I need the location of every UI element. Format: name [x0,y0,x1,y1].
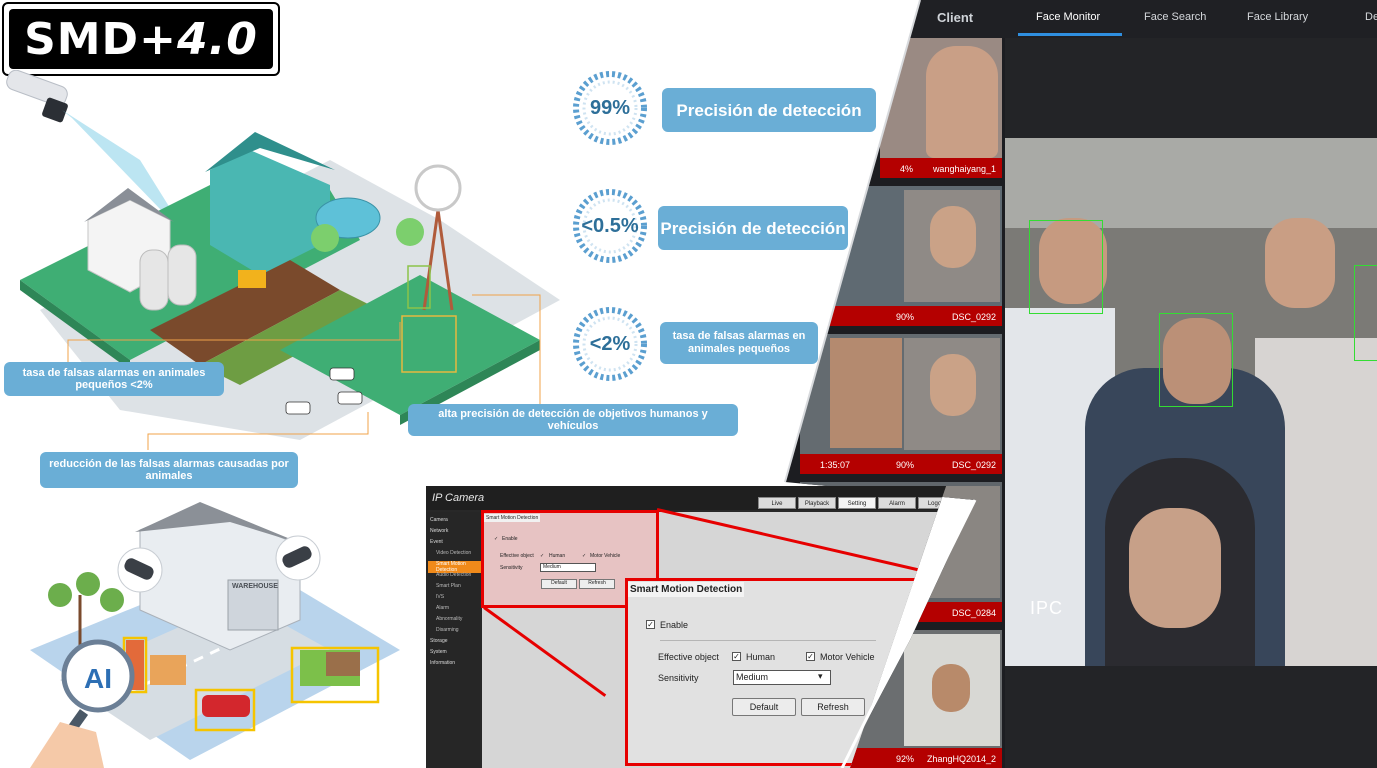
divider [660,640,876,641]
match-percent: 92% [896,754,915,764]
tab-alarm[interactable]: Alarm [878,497,916,509]
human-label: Human [746,652,776,662]
enable-checkbox[interactable]: ✓ [646,620,655,629]
smd-small-human: Human [549,553,566,559]
smd-small-refresh[interactable]: Refresh [579,579,615,589]
security-camera-icon [117,547,163,593]
logo-main: SMD+ [24,13,177,65]
match-name: wanghaiyang_1 [932,164,996,174]
smd-small-sensitivity: Sensitivity [500,565,523,571]
smd-small-vehicle-check[interactable]: ✓ [582,553,587,559]
smd-small-select[interactable]: Medium [540,563,596,572]
menu-storage[interactable]: Storage [430,638,448,644]
menu-audio-detection[interactable]: Audio Detection [436,572,472,578]
stat-label-2: Precisión de detección [658,206,848,250]
smd-small-default[interactable]: Default [541,579,577,589]
match-name: DSC_0292 [951,460,996,470]
match-card[interactable]: 4% wanghaiyang_1 [880,38,1002,178]
menu-alarm[interactable]: Alarm [436,605,450,611]
match-percent: 4% [900,164,914,174]
motor-vehicle-label: Motor Vehicle [820,652,875,662]
farm-illustration [6,70,560,450]
security-camera-icon [275,535,321,581]
menu-information[interactable]: Information [430,660,456,666]
callout-small-animals: tasa de falsas alarmas en animales peque… [4,362,224,396]
motor-vehicle-checkbox[interactable]: ✓ [806,652,815,661]
tab-setting[interactable]: Setting [838,497,876,509]
settings-sidebar [426,512,480,768]
ip-camera-title: IP Camera [432,492,485,504]
menu-system[interactable]: System [430,649,447,655]
match-time: 1:35:07 [820,460,851,470]
face-detection-box [1159,313,1233,407]
human-checkbox[interactable]: ✓ [732,652,741,661]
refresh-button[interactable]: Refresh [801,698,865,716]
smd-small-check[interactable]: ✓ [494,536,499,542]
sensitivity-label: Sensitivity [658,673,699,683]
stat-value-1: 99% [589,96,631,119]
tab-live[interactable]: Live [758,497,796,509]
ai-label: AI [84,663,112,694]
magnifier-icon [30,639,135,768]
video-camera-label: IPC [1030,598,1064,618]
menu-camera[interactable]: Camera [430,517,448,523]
tab-playback[interactable]: Playback [798,497,836,509]
menu-video-detection[interactable]: Video Detection [436,550,472,556]
face-photo [830,338,902,448]
smd-panel-highlight [481,510,659,608]
match-name: ZhangHQ2014_2 [926,754,996,764]
menu-disarming[interactable]: Disarming [436,627,459,633]
tab-de[interactable]: De [1365,11,1377,23]
match-percent: 90% [896,312,915,322]
sensitivity-select[interactable]: Medium [733,670,831,685]
stat-ring-icon [573,189,647,263]
menu-smart-motion-detection[interactable]: Smart Motion Detection [428,561,482,573]
face-detection-box [1029,220,1103,314]
menu-network[interactable]: Network [430,528,449,534]
security-camera-icon [6,70,190,240]
stat-ring-icon [573,307,647,381]
smd-small-effective-object: Effective object [500,553,534,559]
menu-event[interactable]: Event [430,539,443,545]
effective-object-label: Effective object [658,652,719,662]
match-percent: 90% [896,460,915,470]
match-name: DSC_0284 [951,608,996,618]
tab-face-search[interactable]: Face Search [1144,11,1207,23]
menu-ivs[interactable]: IVS [436,594,445,600]
chevron-down-icon[interactable]: ▾ [818,671,823,681]
callout-animal-reduction: reducción de las falsas alarmas causadas… [40,452,298,488]
stat-label-1: Precisión de detección [662,88,876,132]
logo-version: 4.0 [176,13,258,65]
enable-label: Enable [660,620,689,630]
active-tab-indicator [1018,33,1122,36]
smd-small-motor-vehicle: Motor Vehicle [590,553,621,559]
match-name: DSC_0292 [951,312,996,322]
stat-value-2: <0.5% [581,214,639,237]
menu-abnormality[interactable]: Abnormality [436,616,463,622]
stat-label-3: tasa de falsas alarmas en animales peque… [660,322,818,364]
smd-small-enable: Enable [502,536,518,542]
face-detection-box [1354,265,1377,361]
stat-value-3: <2% [589,332,631,355]
face-photo [926,46,998,158]
callout-human-vehicle: alta precisión de detección de objetivos… [408,404,738,436]
tab-face-monitor[interactable]: Face Monitor [1036,11,1101,23]
smd-panel-title-small: Smart Motion Detection [484,514,541,522]
smd-panel-title: Smart Motion Detection [628,582,745,597]
brand-logo: SMD+ 4.0 [2,2,280,76]
menu-smart-plan[interactable]: Smart Plan [436,583,461,589]
stat-ring-icon [573,71,647,145]
warehouse-sign: WAREHOUSE [232,583,278,590]
tab-face-library[interactable]: Face Library [1247,11,1309,23]
smd-small-human-check[interactable]: ✓ [540,553,545,559]
default-button[interactable]: Default [732,698,796,716]
tab-logout[interactable]: Logout [918,497,946,509]
warehouse-illustration: WAREHOUSE AI [30,502,400,768]
live-video-feed[interactable] [1005,138,1377,666]
match-card[interactable]: 1:35:07 90% DSC_0292 [800,334,1002,474]
face-client-title: Client [937,10,974,25]
